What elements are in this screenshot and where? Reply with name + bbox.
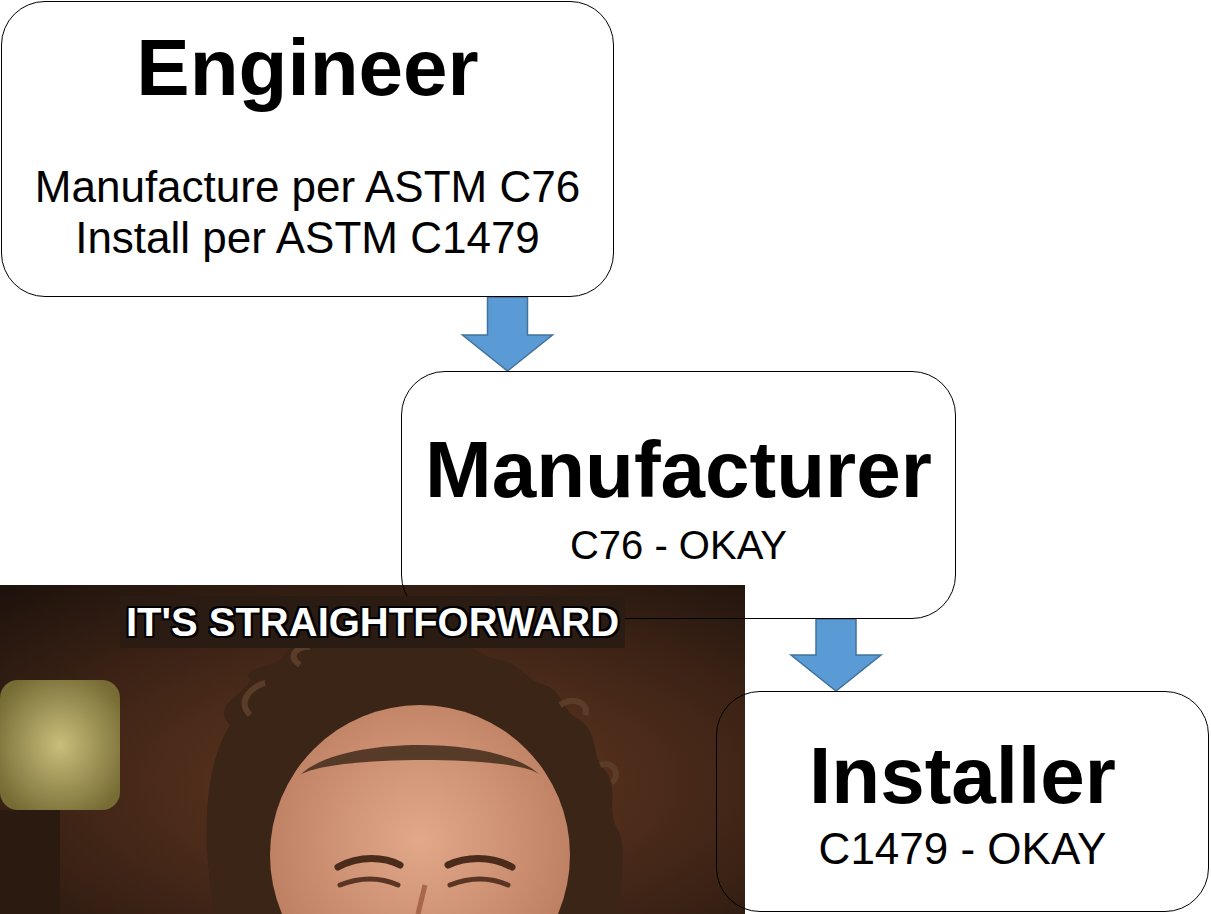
nose <box>418 885 425 914</box>
box-body: Manufacture per ASTM C76 Install per AST… <box>18 162 597 263</box>
process-box: EngineerManufacture per ASTM C76 Install… <box>1 1 614 297</box>
box-heading: Engineer <box>136 20 478 116</box>
box-body: C76 - OKAY <box>570 522 787 568</box>
box-heading: Manufacturer <box>425 422 932 518</box>
caption-wrap: IT'S STRAIGHTFORWARD <box>0 596 745 648</box>
lamp <box>0 680 120 810</box>
block-arrow <box>791 619 881 691</box>
process-box: ManufacturerC76 - OKAY <box>401 371 956 619</box>
face <box>270 705 570 914</box>
eyebrows <box>338 859 512 868</box>
box-body: C1479 - OKAY <box>819 824 1107 875</box>
process-box: InstallerC1479 - OKAY <box>716 691 1209 912</box>
box-heading: Installer <box>809 728 1116 824</box>
hairline <box>300 745 540 775</box>
closed-eyes <box>340 879 508 885</box>
block-arrow <box>463 297 553 371</box>
meme-caption: IT'S STRAIGHTFORWARD <box>120 596 625 648</box>
shadow <box>0 810 60 914</box>
